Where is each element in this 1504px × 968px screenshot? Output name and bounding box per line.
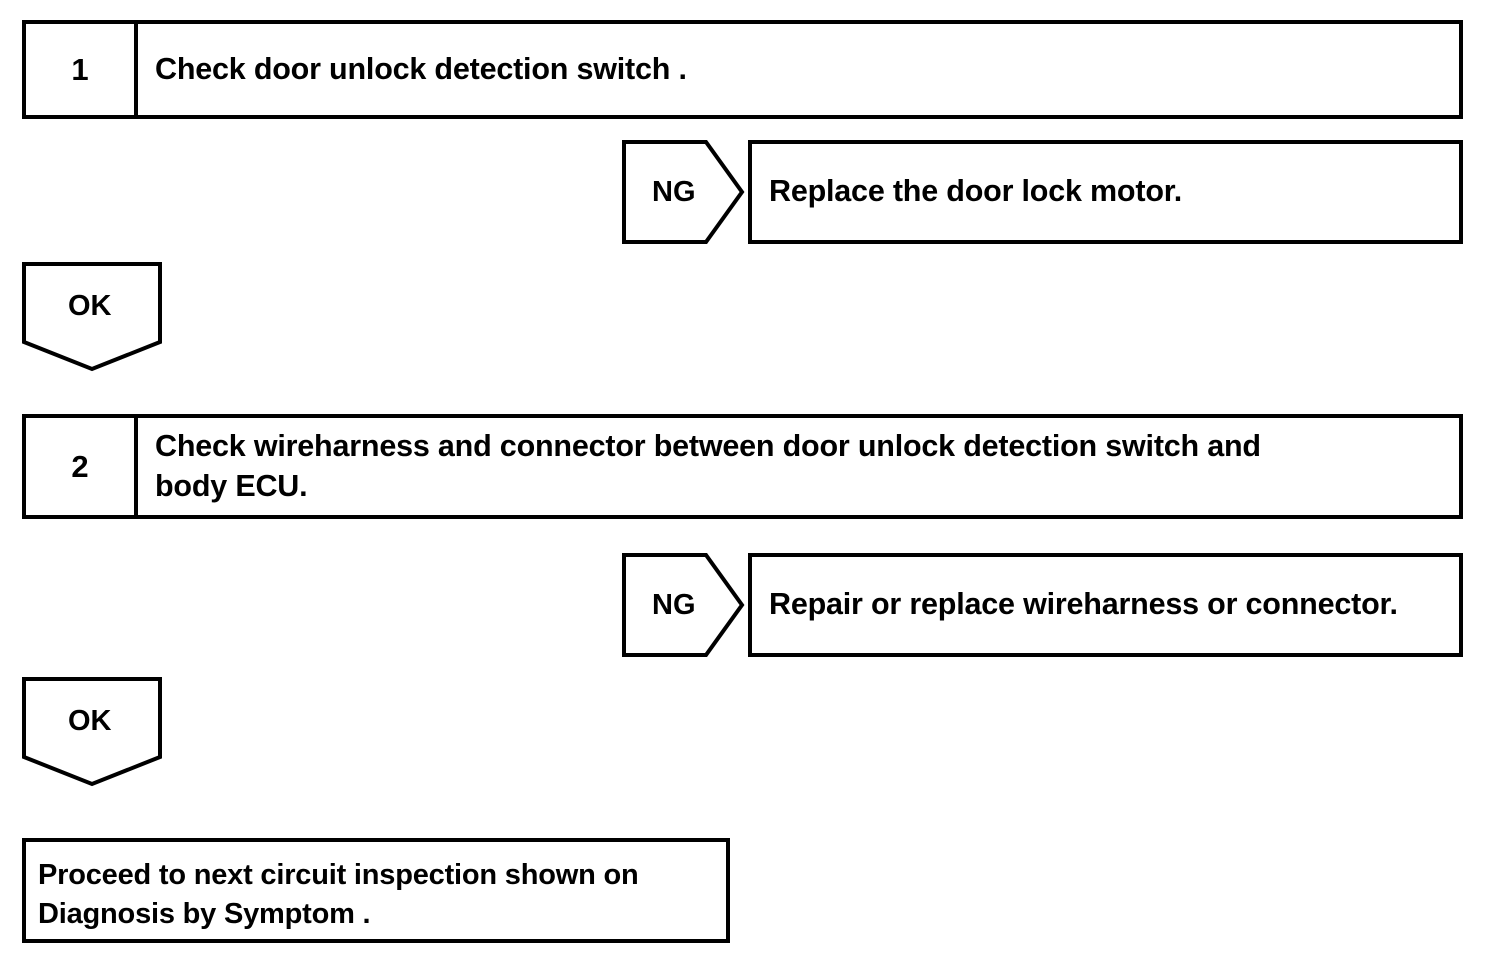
ok-pentagon-shape-1 xyxy=(22,262,162,372)
ng-pentagon-shape-1 xyxy=(622,140,745,244)
step-number-2: 2 xyxy=(71,449,89,484)
ng-action-text-1: Replace the door lock motor. xyxy=(769,174,1183,209)
ng-action-box-1: Replace the door lock motor. xyxy=(748,140,1463,244)
final-outcome-text: Proceed to next circuit inspection shown… xyxy=(38,859,639,930)
step-number-cell-1: 1 xyxy=(26,24,138,115)
ng-action-box-2: Repair or replace wireharness or connect… xyxy=(748,553,1463,657)
ng-action-text-2: Repair or replace wireharness or connect… xyxy=(769,587,1398,622)
step-text-cell-1: Check door unlock detection switch . xyxy=(138,24,1459,115)
final-outcome-box: Proceed to next circuit inspection shown… xyxy=(22,838,730,943)
ng-label-2: NG xyxy=(652,589,696,621)
ok-label-1: OK xyxy=(68,290,112,322)
ok-label-2: OK xyxy=(68,705,112,737)
ng-pentagon-1: NG xyxy=(622,140,745,244)
step-number-cell-2: 2 xyxy=(26,418,138,515)
ng-pentagon-shape-2 xyxy=(622,553,745,657)
step-instruction-2: Check wireharness and connector between … xyxy=(155,429,1261,503)
ng-pentagon-2: NG xyxy=(622,553,745,657)
step-box-2: 2 Check wireharness and connector betwee… xyxy=(22,414,1463,519)
ok-pentagon-1: OK xyxy=(22,262,162,372)
ok-pentagon-2: OK xyxy=(22,677,162,787)
step-instruction-1: Check door unlock detection switch . xyxy=(155,51,687,86)
step-number-1: 1 xyxy=(71,52,89,87)
step-box-1: 1 Check door unlock detection switch . xyxy=(22,20,1463,119)
step-text-cell-2: Check wireharness and connector between … xyxy=(138,418,1459,515)
ng-label-1: NG xyxy=(652,176,696,208)
ok-pentagon-shape-2 xyxy=(22,677,162,787)
